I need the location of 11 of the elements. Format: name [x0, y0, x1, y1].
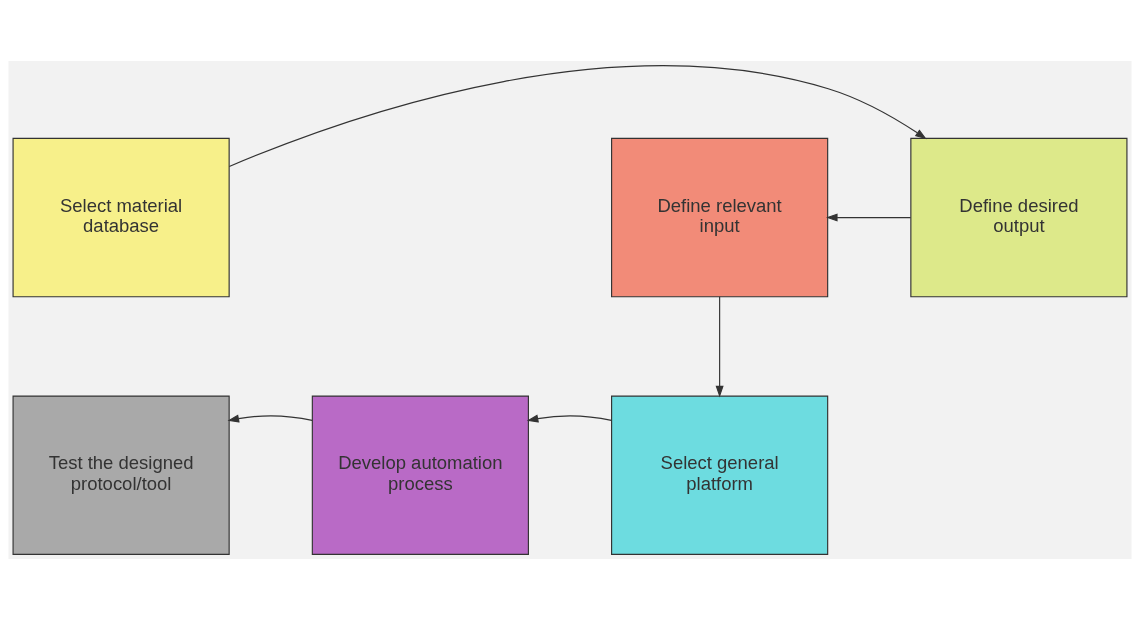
- node-box: Test the designed protocol/tool: [12, 395, 230, 555]
- node-box: Select general platform: [611, 395, 829, 555]
- node-box: Define relevant input: [611, 137, 829, 297]
- node-box: Select material database: [12, 137, 230, 297]
- arrow: [826, 213, 912, 222]
- arrow: [228, 64, 927, 167]
- arrow: [715, 295, 724, 397]
- arrow: [227, 414, 313, 423]
- node-box: Develop automation process: [311, 395, 529, 555]
- node-box: Define desired output: [910, 137, 1128, 297]
- arrow: [526, 414, 612, 423]
